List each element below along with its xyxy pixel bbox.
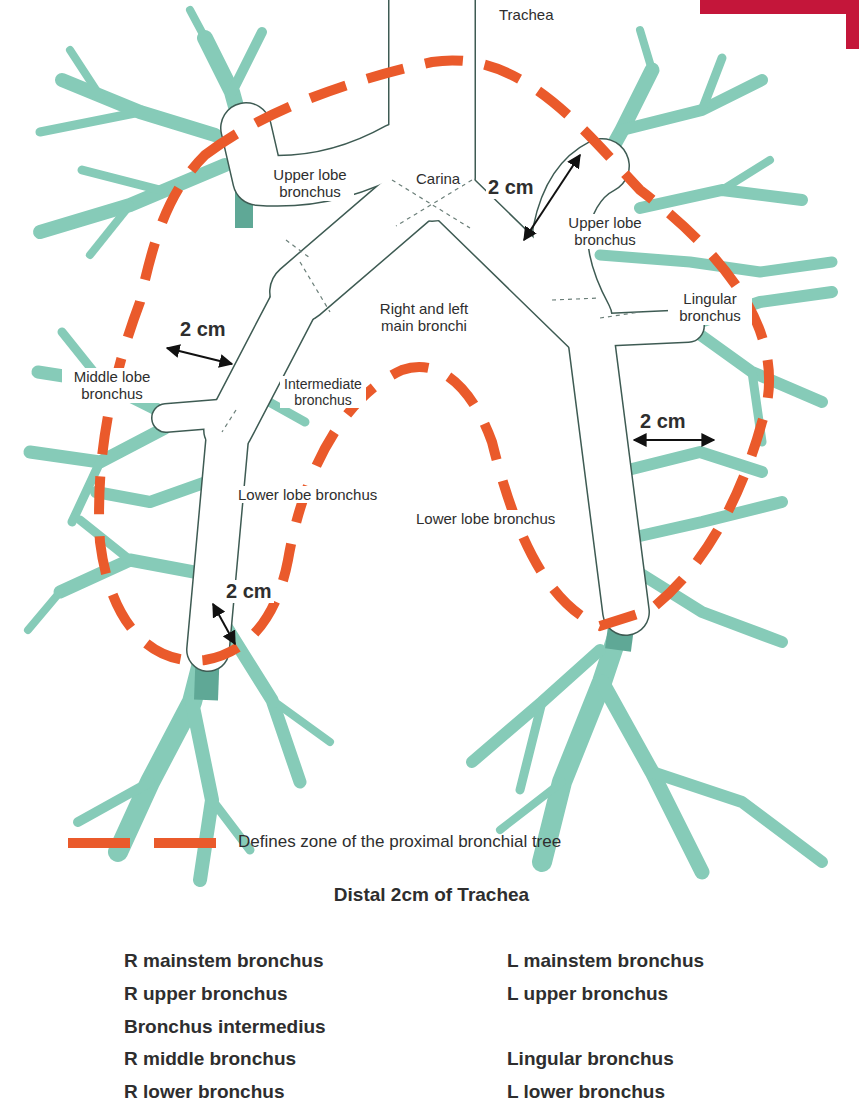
anatomy-label: Lower lobe bronchus (236, 486, 379, 503)
dimension-label: 2 cm (486, 176, 536, 199)
legend-text: Defines zone of the proximal bronchial t… (236, 832, 563, 852)
anatomy-label: Lingular bronchus (668, 290, 752, 325)
list-item: Bronchus intermedius (122, 1016, 328, 1038)
frame-accent (700, 0, 859, 48)
list-item: R upper bronchus (122, 983, 290, 1005)
dimension-label: 2 cm (178, 318, 228, 341)
list-heading: Distal 2cm of Trachea (2, 884, 859, 906)
list-item: L upper bronchus (505, 983, 670, 1005)
list-item: R mainstem bronchus (122, 950, 326, 972)
anatomy-label: Middle lobe bronchus (62, 368, 162, 403)
list-item: L lower bronchus (505, 1081, 667, 1103)
anatomy-label: Intermediate bronchus (280, 376, 366, 408)
anatomy-label: Right and left main bronchi (368, 300, 480, 335)
anatomy-label: Upper lobe bronchus (560, 214, 650, 249)
dimension-label: 2 cm (224, 580, 274, 603)
airway-lumen (166, 0, 688, 650)
proximal-zone-boundary (99, 60, 769, 660)
dimension-arrows (167, 155, 714, 644)
list-item: L mainstem bronchus (505, 950, 706, 972)
airway-outline (166, 0, 688, 650)
dimension-label: 2 cm (638, 410, 688, 433)
list-item: Lingular bronchus (505, 1048, 676, 1070)
list-item: R lower bronchus (122, 1081, 286, 1103)
list-item: R middle bronchus (122, 1048, 298, 1070)
legend-dash-sample (68, 838, 218, 848)
anatomy-label: Lower lobe bronchus (414, 510, 557, 527)
anatomy-label: Trachea (497, 6, 555, 23)
anatomy-label: Upper lobe bronchus (266, 166, 354, 201)
anatomy-label: Carina (414, 170, 462, 187)
